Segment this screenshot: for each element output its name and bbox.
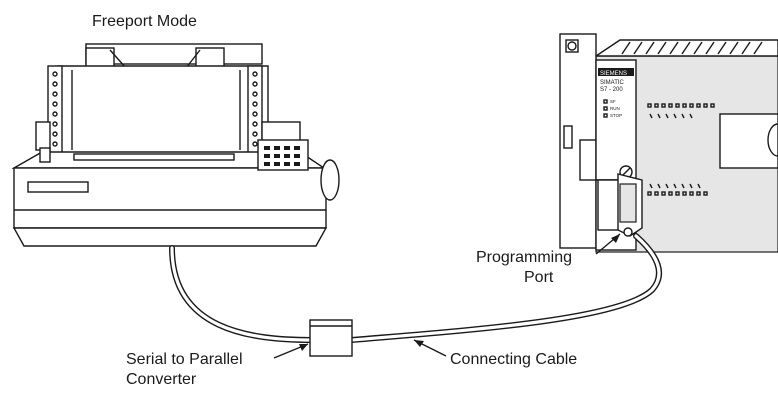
- led-stop-label: STOP: [610, 113, 622, 118]
- io-led-row-top: [647, 103, 715, 108]
- led-run-label: RUN: [610, 106, 620, 111]
- io-led-row-bottom: [647, 183, 708, 196]
- plc-illustration: SIEMENS SIMATIC S7 - 200 SF RUN STOP: [559, 33, 778, 253]
- converter-label-line2: Converter: [126, 371, 197, 388]
- plc-brand: SIEMENS: [600, 71, 627, 77]
- plc-model-line1: SIMATIC: [600, 80, 625, 86]
- led-run-icon: [603, 106, 608, 111]
- led-stop-icon: [603, 113, 608, 118]
- diagram-title: Freeport Mode: [92, 13, 197, 30]
- programming-port-label-line2: Port: [524, 269, 554, 286]
- converter-label-line1: Serial to Parallel: [126, 351, 243, 368]
- cable-label: Connecting Cable: [450, 351, 577, 368]
- programming-port-label-line1: Programming: [476, 249, 572, 266]
- cable-converter-to-plc: [349, 233, 662, 343]
- cable-printer-to-converter: [169, 245, 315, 343]
- plc-model-line2: S7 - 200: [600, 87, 623, 93]
- printer-illustration: [11, 43, 340, 247]
- led-sf-icon: [603, 99, 608, 104]
- led-sf-label: SF: [610, 99, 616, 104]
